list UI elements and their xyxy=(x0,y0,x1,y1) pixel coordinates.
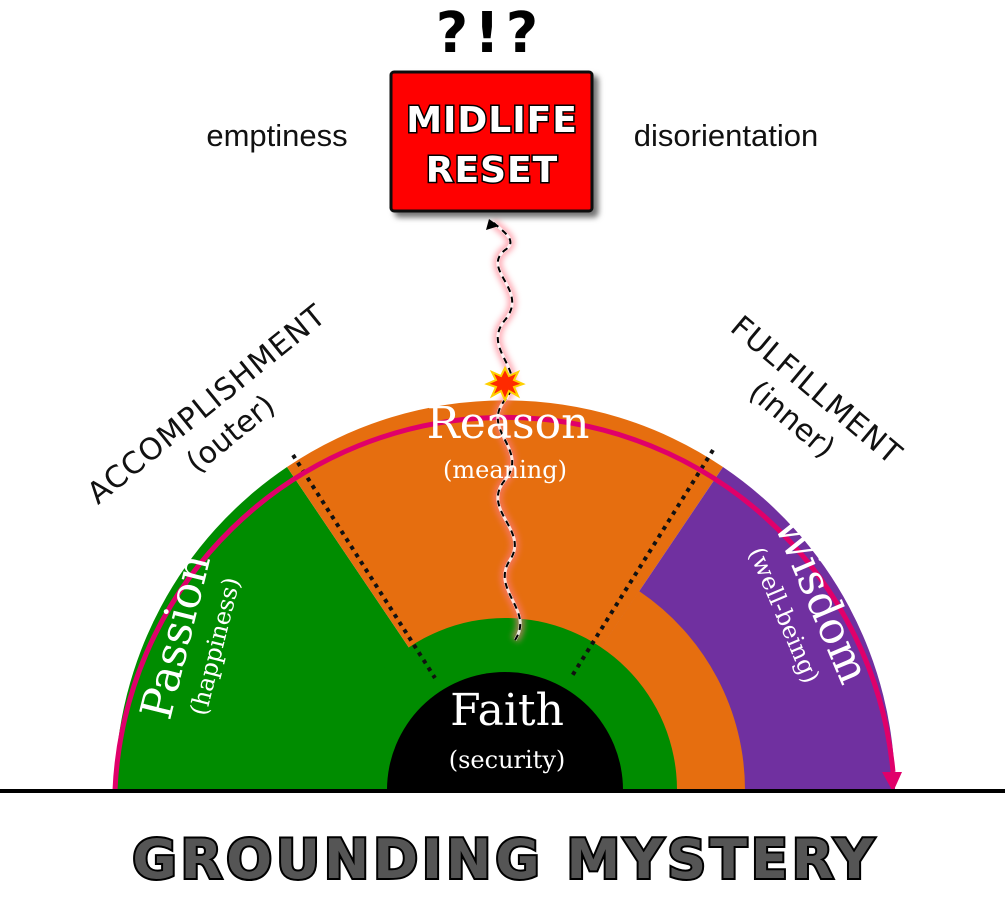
faith-disc xyxy=(387,672,623,790)
disorientation-label: disorientation xyxy=(634,118,818,153)
faith-sub: (security) xyxy=(449,746,566,774)
box-line-2: RESET xyxy=(426,150,558,191)
wavy-arrowhead xyxy=(486,219,499,230)
reason-sector xyxy=(287,400,723,790)
box-line-1: MIDLIFE xyxy=(406,100,578,141)
grounding-mystery-title: GROUNDING MYSTERY xyxy=(132,828,877,891)
midlife-reset-box: MIDLIFE RESET xyxy=(389,70,594,213)
wavy-path xyxy=(486,218,525,643)
spark-icon xyxy=(484,365,526,403)
exclamation-marks: ?!? xyxy=(436,1,545,66)
rim-arrowhead xyxy=(882,772,902,792)
faith-title: Faith xyxy=(450,685,564,736)
reason-sub: (meaning) xyxy=(443,456,567,484)
semicircle xyxy=(112,400,902,792)
reason-title: Reason xyxy=(427,398,590,449)
emptiness-label: emptiness xyxy=(206,118,347,153)
